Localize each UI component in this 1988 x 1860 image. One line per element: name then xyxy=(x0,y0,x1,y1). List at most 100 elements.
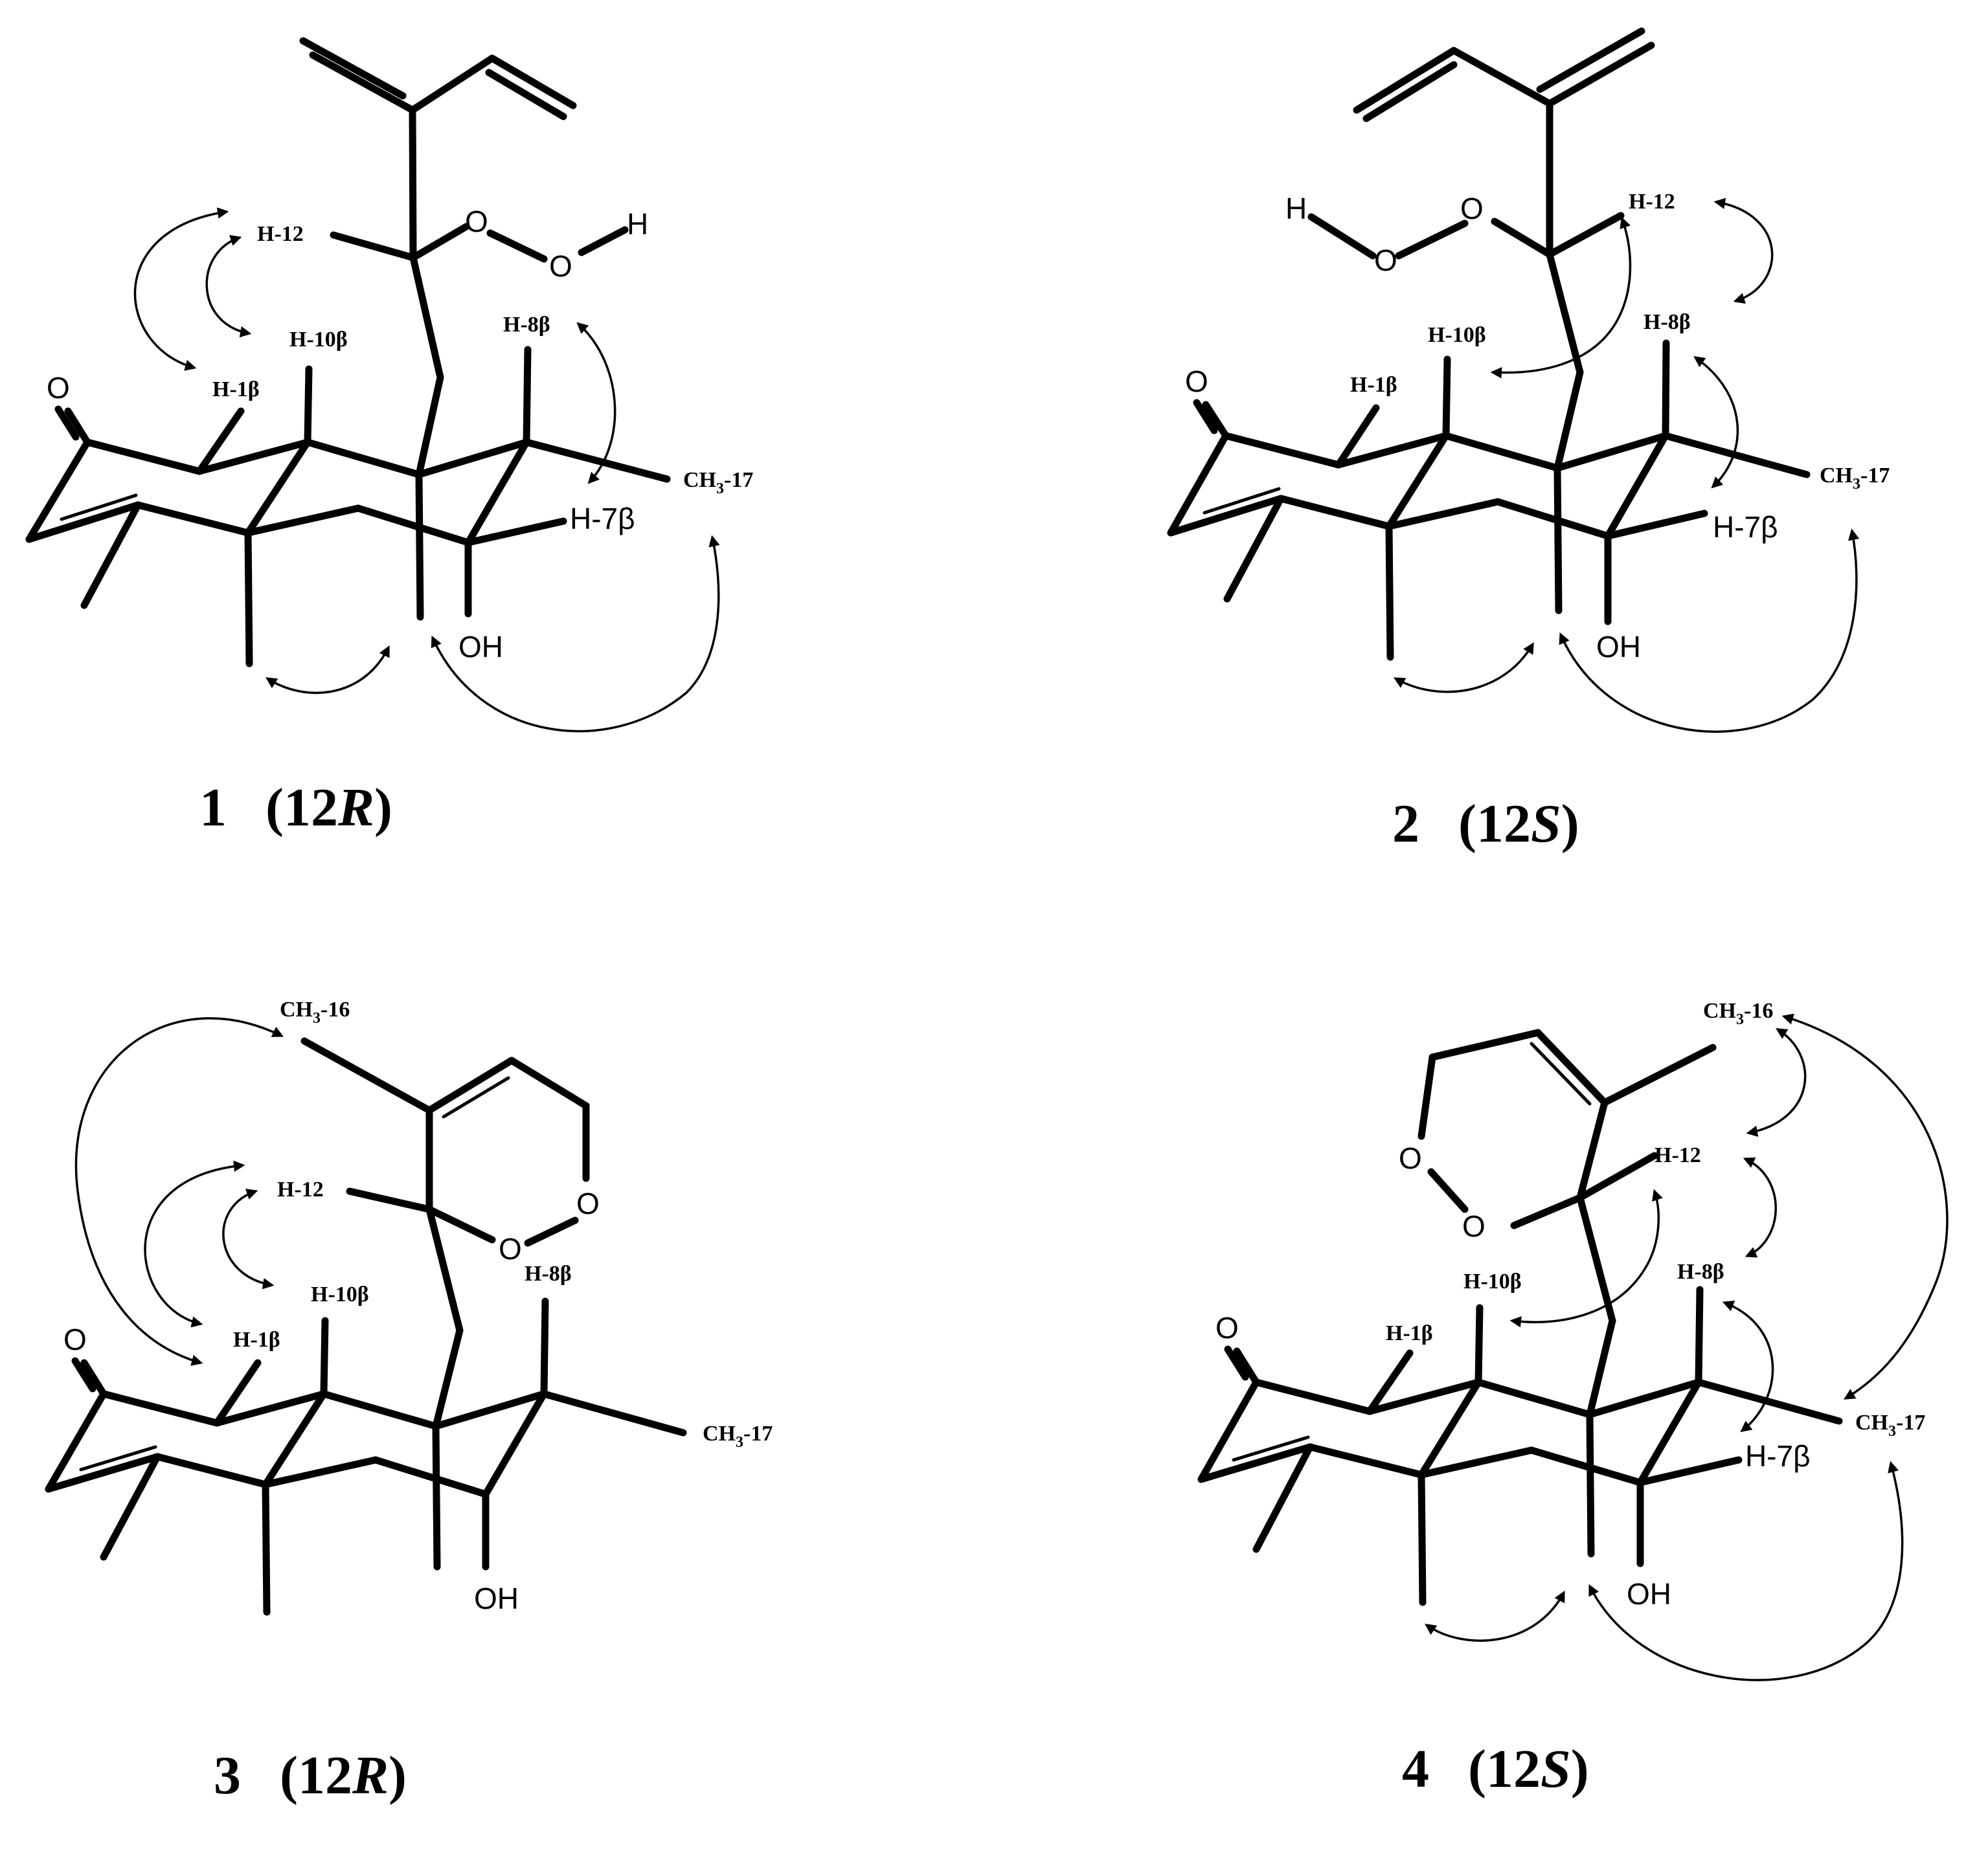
noe-arrow xyxy=(576,322,616,484)
bond xyxy=(100,1390,221,1427)
bond xyxy=(1553,432,1669,472)
double-bond-inner xyxy=(442,1076,510,1119)
bond xyxy=(262,1456,379,1488)
bond xyxy=(134,501,252,537)
bond xyxy=(432,1422,441,1571)
label-h10beta: H-10β xyxy=(1463,1270,1522,1294)
bond xyxy=(1695,1378,1843,1425)
atom-hydroxyl: OH xyxy=(474,1582,519,1615)
label-h10beta: H-10β xyxy=(289,328,348,352)
bond xyxy=(425,1205,464,1334)
bond xyxy=(1546,41,1655,107)
noe-arrow xyxy=(74,1017,284,1366)
bond xyxy=(1252,1378,1373,1415)
bond xyxy=(409,223,470,262)
noe-arrow xyxy=(1746,1028,1807,1137)
label-h12: H-12 xyxy=(1629,190,1675,214)
bond xyxy=(432,1390,548,1430)
carbonyl-bond-inner xyxy=(1193,399,1218,434)
bond xyxy=(1418,1053,1436,1140)
bond xyxy=(372,1456,490,1498)
bond xyxy=(540,1297,549,1398)
panel-compound-3: O OH O O CH3-16 H-12 H-10β H-1β H-8β CH3… xyxy=(45,998,773,1806)
bond xyxy=(1553,464,1563,614)
bond xyxy=(45,1453,161,1493)
bond xyxy=(1366,1349,1414,1415)
bond xyxy=(1601,1044,1717,1106)
bond xyxy=(1662,432,1811,478)
carbonyl-bond xyxy=(80,1359,107,1398)
bond xyxy=(524,1216,579,1247)
noe-arrow xyxy=(205,235,252,338)
atom-hydroxyl: OH xyxy=(458,630,503,664)
methyl-bond xyxy=(1418,1471,1427,1606)
methyl-bond xyxy=(1385,522,1394,661)
noe-arrow xyxy=(431,535,720,732)
bond xyxy=(1576,1194,1616,1325)
atom-hydroxyl: OH xyxy=(1627,1577,1671,1611)
bond xyxy=(304,365,313,446)
atom-hydroxyl: OH xyxy=(1596,630,1641,664)
bond xyxy=(1586,1378,1702,1418)
noe-arrow xyxy=(1693,355,1739,489)
noe-arrow xyxy=(1425,1590,1565,1642)
label-ch3-16: CH3-16 xyxy=(1703,999,1773,1028)
atom-oxo: O xyxy=(47,371,70,405)
atom-ring-oxygen: O xyxy=(499,1232,522,1266)
bond xyxy=(1222,432,1342,469)
bond xyxy=(84,438,203,475)
bond xyxy=(425,1057,515,1114)
caption-compound-1: 1(12R) xyxy=(199,778,392,838)
bond xyxy=(1576,1099,1609,1202)
bond xyxy=(409,254,444,381)
atom-peroxy-oxygen: O xyxy=(549,249,572,283)
bond xyxy=(1427,1168,1469,1213)
bond xyxy=(1510,1194,1584,1229)
carbonyl-bond xyxy=(1233,1347,1260,1386)
panel-compound-4: O OH O O H-7β CH3-16 H-12 H-10β H-1β H-8… xyxy=(1197,999,1948,1799)
label-ch3-17: CH3-17 xyxy=(683,468,753,497)
bond xyxy=(213,1390,328,1427)
bond xyxy=(196,407,245,475)
label-ch3-17: CH3-17 xyxy=(1820,464,1890,493)
bond xyxy=(1167,432,1230,537)
bond xyxy=(299,37,407,100)
caption-compound-4: 4(12S) xyxy=(1402,1739,1589,1799)
atom-peroxy-hydrogen: H xyxy=(1285,192,1307,225)
bond xyxy=(346,1187,433,1213)
bond xyxy=(1362,61,1458,122)
bond xyxy=(1474,1378,1594,1418)
label-h8beta: H-8β xyxy=(1643,310,1691,334)
methyl-bond xyxy=(262,1481,271,1616)
label-h8beta: H-8β xyxy=(1677,1260,1724,1284)
noe-correlations-4 xyxy=(1425,1013,1948,1681)
bond xyxy=(1491,218,1553,258)
noe-arrow xyxy=(144,1160,245,1328)
noe-arrow xyxy=(1393,642,1534,693)
label-h7beta: H-7β xyxy=(1713,510,1778,544)
noe-arrow xyxy=(222,1189,275,1290)
bond xyxy=(432,1327,464,1430)
label-h1beta: H-1β xyxy=(1350,373,1397,397)
caption-compound-2: 2(12S) xyxy=(1392,794,1579,854)
bond xyxy=(1474,1304,1484,1386)
caption-compound-3: 3(12R) xyxy=(214,1745,407,1806)
label-h12: H-12 xyxy=(1655,1143,1701,1167)
atom-peroxy-oxygen: O xyxy=(1460,192,1484,225)
atom-oxo: O xyxy=(1185,364,1208,398)
bond xyxy=(425,1205,496,1244)
label-ch3-17: CH3-17 xyxy=(1855,1411,1925,1440)
bond xyxy=(409,106,417,262)
bond xyxy=(244,504,362,537)
label-ch3-17: CH3-17 xyxy=(703,1422,773,1451)
label-ch3-16: CH3-16 xyxy=(280,998,350,1027)
atom-peroxy-oxygen: O xyxy=(1374,243,1397,277)
bond xyxy=(1418,1446,1535,1479)
atom-oxo: O xyxy=(63,1323,87,1356)
atom-ring-oxygen: O xyxy=(1399,1141,1422,1175)
noe-arrow xyxy=(1722,1300,1774,1433)
atom-oxo: O xyxy=(1215,1311,1239,1345)
double-bond-inner xyxy=(1530,1042,1592,1106)
bond xyxy=(415,471,424,621)
